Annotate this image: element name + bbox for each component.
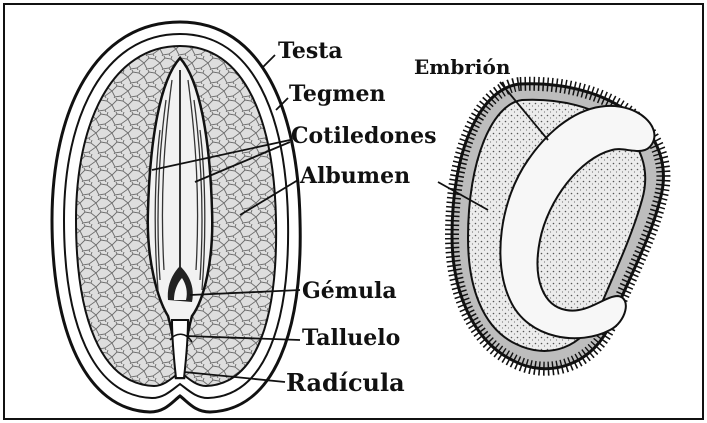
label-embrion: Embrión <box>414 55 511 79</box>
label-tegmen: Tegmen <box>289 81 386 107</box>
label-radicula: Radícula <box>286 368 405 397</box>
radicle-shape <box>172 320 188 378</box>
label-albumen: Albumen <box>299 163 410 189</box>
label-talluelo: Talluelo <box>302 325 400 351</box>
seed-section-left <box>52 22 300 412</box>
label-testa: Testa <box>278 38 343 64</box>
label-cotiledones: Cotiledones <box>291 123 437 149</box>
label-gemula: Gémula <box>302 278 397 304</box>
